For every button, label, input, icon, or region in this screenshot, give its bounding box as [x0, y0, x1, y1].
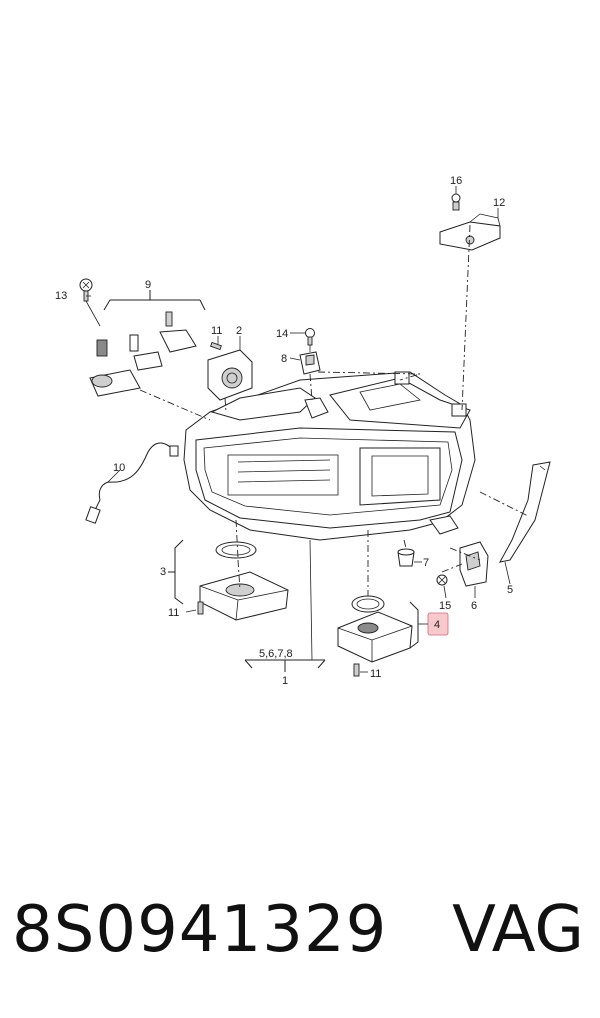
- brand-name: VAG: [452, 893, 584, 967]
- callout-16: 16: [450, 175, 462, 187]
- callout-13: 13: [55, 290, 67, 302]
- part-16-screw: [451, 193, 461, 211]
- leader-lines: [86, 186, 511, 673]
- part-13-screw: [79, 278, 101, 327]
- callout-1: 1: [282, 675, 288, 687]
- part-8-bracket: [299, 340, 321, 375]
- callout-5678: 5,6,7,8: [259, 648, 293, 660]
- part-2-module: [207, 343, 253, 401]
- callout-9: 9: [145, 279, 151, 291]
- callout-14: 14: [276, 328, 288, 340]
- callout-12: 12: [493, 197, 505, 209]
- part-11-screw-right: [353, 663, 360, 677]
- part-14-screw: [305, 328, 315, 346]
- callout-6: 6: [471, 600, 477, 612]
- callout-3: 3: [160, 566, 166, 578]
- part-12-bracket: [439, 213, 501, 251]
- callout-8: 8: [281, 353, 287, 365]
- part-4-ballast: [337, 595, 449, 663]
- part-10-cable: [85, 442, 179, 524]
- callout-11-top: 11: [211, 325, 222, 337]
- callout-10: 10: [113, 462, 125, 474]
- callout-11-right: 11: [370, 668, 381, 680]
- callout-2: 2: [236, 325, 242, 337]
- part-5-trim-strip: [499, 461, 551, 563]
- callouts: 16 12 9 13 11 2 14 8 10 7 3 5 15 6 11 4 …: [55, 175, 513, 687]
- part-11-screw-left: [197, 601, 204, 615]
- headlight-exploded-diagram: 16 12 9 13 11 2 14 8 10 7 3 5 15 6 11 4 …: [55, 175, 551, 687]
- part-11-screw-top: [210, 341, 222, 351]
- callout-4: 4: [434, 619, 440, 631]
- headlight-housing: [183, 371, 476, 541]
- assembly-lines: [139, 224, 529, 596]
- callout-11-left: 11: [168, 607, 179, 619]
- part-7-cap: [397, 548, 415, 567]
- part-number: 8S0941329: [12, 893, 388, 967]
- part-9-adjusters: [89, 290, 206, 397]
- callout-7: 7: [423, 557, 429, 569]
- callout-5: 5: [507, 584, 513, 596]
- part-3-ballast: [168, 539, 289, 621]
- adjuster-spring: [89, 339, 141, 397]
- part-15-screw: [436, 574, 448, 586]
- part-6-bracket: [459, 541, 489, 587]
- callout-15: 15: [439, 600, 451, 612]
